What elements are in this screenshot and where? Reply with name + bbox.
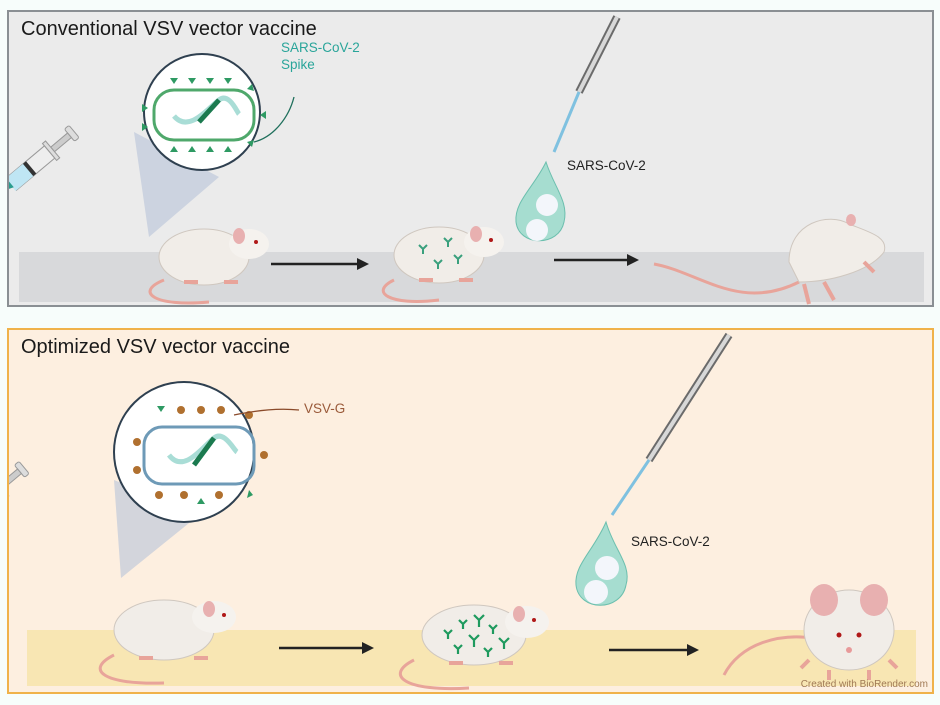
spike-label-line2: Spike — [281, 57, 315, 72]
challenge-label: SARS-CoV-2 — [567, 158, 646, 173]
label-pointer — [233, 408, 300, 416]
syringe-icon — [9, 461, 29, 500]
syringe-icon — [9, 125, 79, 191]
arrow-right-icon — [279, 642, 374, 654]
vsv-particle-icon — [142, 78, 266, 152]
pipette-icon — [552, 15, 621, 153]
mouse-icon — [148, 228, 269, 305]
optimized-vaccine-panel: Optimized VSV vector vaccine — [7, 328, 934, 694]
panel-title: Conventional VSV vector vaccine — [21, 18, 317, 40]
zoom-cone — [114, 480, 199, 578]
antibody-icon — [418, 237, 463, 269]
zoom-cone — [134, 132, 219, 237]
mouse-icon — [98, 599, 236, 685]
conventional-vaccine-panel: Conventional VSV vector vaccine — [7, 10, 934, 307]
arrow-right-icon — [271, 258, 369, 270]
arrow-right-icon — [554, 254, 639, 266]
optimized-illustration — [9, 332, 899, 691]
panel-title: Optimized VSV vector vaccine — [21, 336, 290, 358]
spike-label: SARS-CoV-2 Spike — [281, 39, 360, 73]
mouse-icon — [398, 604, 549, 691]
mouse-icon — [722, 584, 899, 680]
pipette-icon — [610, 332, 733, 516]
mouse-icon — [381, 226, 504, 303]
vsv-g-label: VSV-G — [304, 401, 346, 416]
arrow-right-icon — [609, 644, 699, 656]
antibody-icon — [443, 614, 510, 657]
challenge-label: SARS-CoV-2 — [631, 534, 710, 549]
virus-droplet-icon — [575, 520, 628, 606]
magnifier-circle — [113, 381, 255, 523]
spike-label-line1: SARS-CoV-2 — [281, 40, 360, 55]
biorender-credit: Created with BioRender.com — [800, 679, 928, 690]
vsv-particle-icon — [133, 406, 268, 504]
conventional-illustration — [9, 15, 886, 305]
label-pointer — [253, 96, 295, 143]
mouse-icon — [653, 214, 886, 305]
virus-droplet-icon — [515, 160, 566, 242]
